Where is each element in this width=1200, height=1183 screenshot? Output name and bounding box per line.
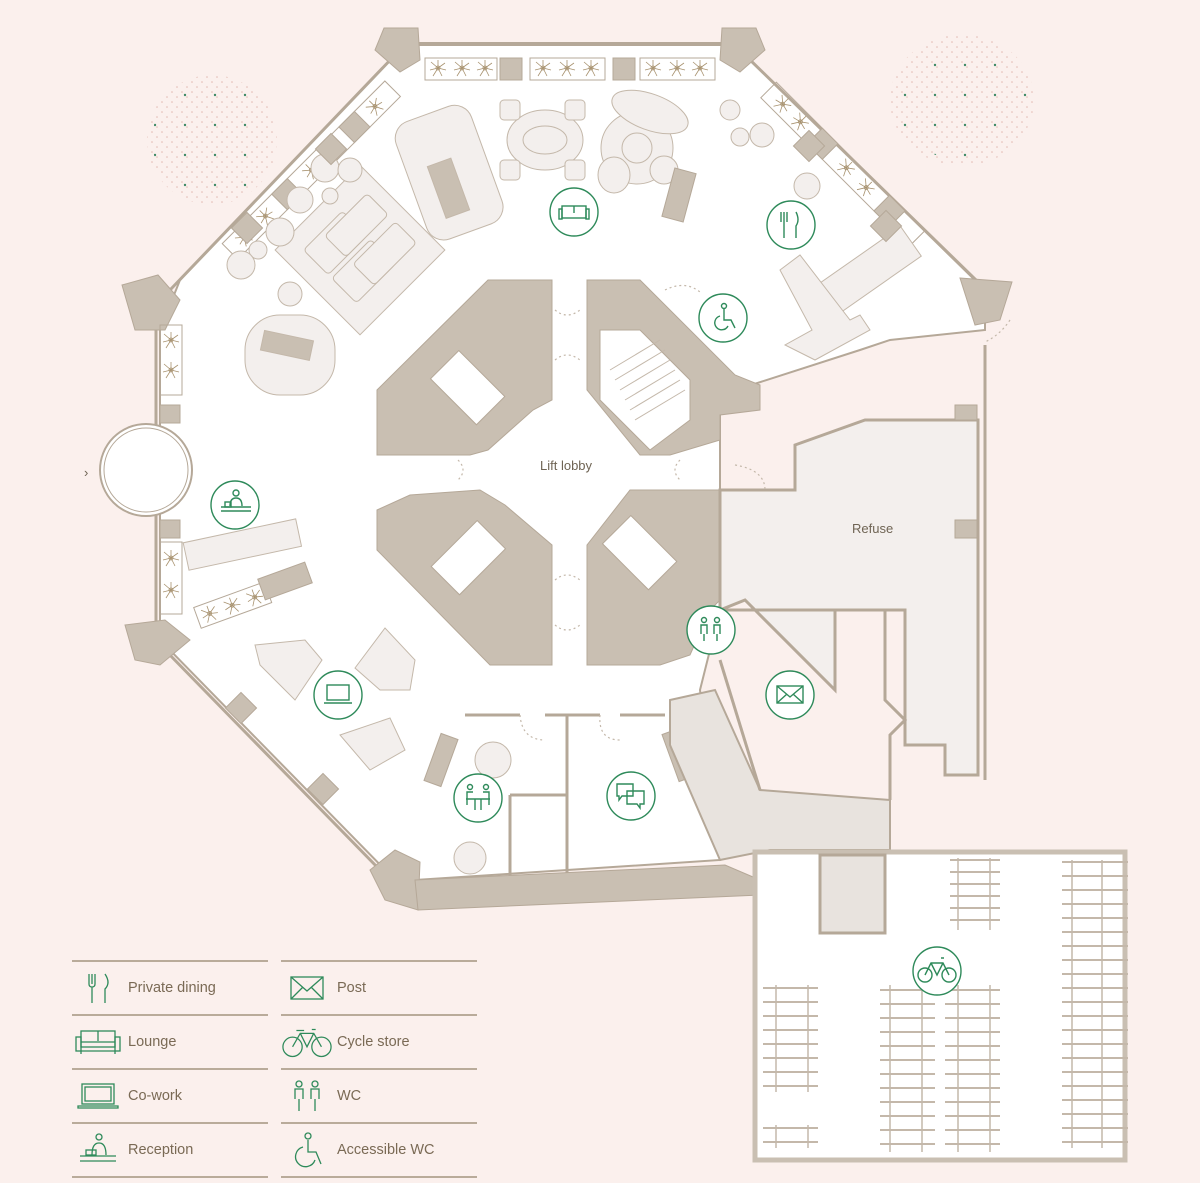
legend-item-private-dining: Private dining (72, 960, 268, 1014)
legend-item-lounge: Lounge (72, 1014, 268, 1068)
envelope-icon (765, 670, 815, 720)
staircase (609, 339, 686, 421)
legend-label: WC (337, 1088, 362, 1104)
legend-item-wc: WC (281, 1068, 477, 1122)
sofa-icon (549, 187, 599, 237)
fork-knife-icon (72, 968, 124, 1008)
reception-desk-icon (210, 480, 260, 530)
wheelchair-icon (698, 293, 748, 343)
entrance-drum (99, 423, 193, 517)
people-icon (281, 1076, 333, 1116)
legend: Private dining Post Lounge Cycle store C… (72, 960, 477, 1178)
decorative-dots-left (147, 75, 277, 205)
lift-cores (376, 279, 761, 666)
legend-item-post: Post (281, 960, 477, 1014)
legend-item-co-work: Co-work (72, 1068, 268, 1122)
speech-bubbles-icon (606, 771, 656, 821)
legend-item-accessible-wc: Accessible WC (281, 1122, 477, 1178)
people-icon (686, 605, 736, 655)
sofa-icon (72, 1022, 124, 1062)
legend-label: Accessible WC (337, 1142, 435, 1158)
bicycle-icon (281, 1022, 333, 1062)
legend-label: Lounge (128, 1034, 177, 1050)
meeting-table-icon (453, 773, 503, 823)
decorative-dots-right (890, 34, 1034, 166)
door-swings (457, 284, 1011, 741)
reception-desk-icon (72, 1130, 124, 1170)
legend-label: Reception (128, 1142, 194, 1158)
legend-label: Private dining (128, 980, 216, 996)
entrance-marker: › (84, 465, 88, 480)
room-walls (465, 345, 987, 880)
refuse-label: Refuse (852, 521, 893, 536)
lift-lobby-label: Lift lobby (540, 458, 593, 473)
fork-knife-icon (766, 200, 816, 250)
planters (159, 57, 926, 629)
legend-label: Cycle store (337, 1034, 410, 1050)
legend-item-cycle-store: Cycle store (281, 1014, 477, 1068)
legend-label: Co-work (128, 1088, 182, 1104)
laptop-icon (313, 670, 363, 720)
room-badges (210, 187, 962, 996)
envelope-icon (281, 968, 333, 1008)
wheelchair-icon (281, 1130, 333, 1170)
legend-label: Post (337, 980, 367, 996)
corner-columns (121, 27, 1013, 911)
cycle-store (752, 849, 1128, 1163)
legend-item-reception: Reception (72, 1122, 268, 1178)
bicycle-icon (912, 946, 962, 996)
laptop-icon (72, 1076, 124, 1116)
furniture (182, 89, 922, 875)
